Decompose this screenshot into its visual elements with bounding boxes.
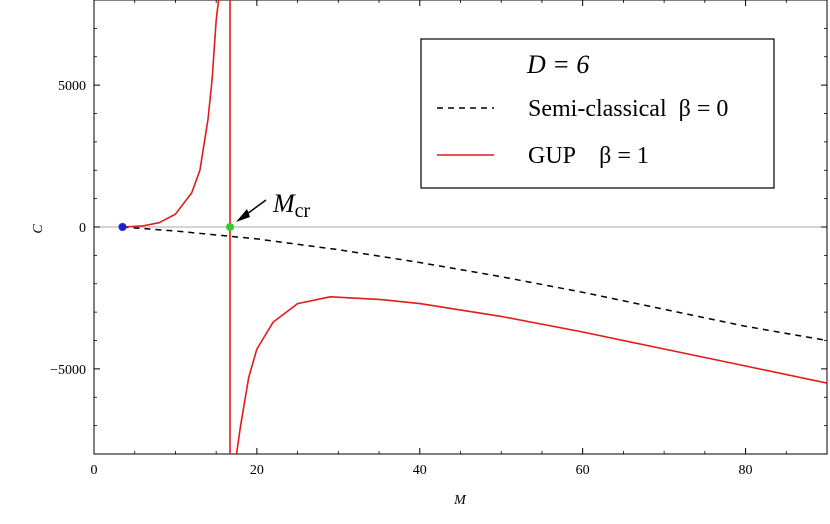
x-tick-label: 20 xyxy=(250,463,264,478)
x-tick-label: 80 xyxy=(739,463,753,478)
x-tick-label: 40 xyxy=(413,463,427,478)
mcr-arrow-head xyxy=(236,209,250,222)
x-tick-label: 0 xyxy=(91,463,98,478)
legend-label-gup: GUP β = 1 xyxy=(528,143,649,169)
legend: D = 6 Semi-classical β = 0 GUP β = 1 xyxy=(420,38,775,189)
points-group xyxy=(118,223,235,231)
x-tick-labels: 0 20 40 60 80 xyxy=(91,463,753,478)
mcr-annotation: Mcr xyxy=(236,189,311,222)
y-tick-label: −5000 xyxy=(50,363,86,378)
legend-label-semi: Semi-classical β = 0 xyxy=(528,96,728,122)
gup-line-segment-1 xyxy=(122,0,221,228)
semi-classical-line xyxy=(122,226,827,342)
mcr-label: Mcr xyxy=(272,189,311,222)
legend-box xyxy=(420,38,775,189)
x-axis-label: M xyxy=(453,493,467,508)
gup-line-segment-2 xyxy=(235,296,827,454)
y-tick-labels: −5000 0 5000 xyxy=(50,79,86,378)
x-tick-label: 60 xyxy=(576,463,590,478)
y-tick-label: 5000 xyxy=(58,79,86,94)
critical-mass-point xyxy=(226,223,235,231)
y-axis-label: C xyxy=(31,224,46,234)
legend-title: D = 6 xyxy=(526,50,589,79)
blue-point xyxy=(118,223,127,231)
y-tick-label: 0 xyxy=(79,221,86,236)
axis-ticks xyxy=(93,0,828,455)
